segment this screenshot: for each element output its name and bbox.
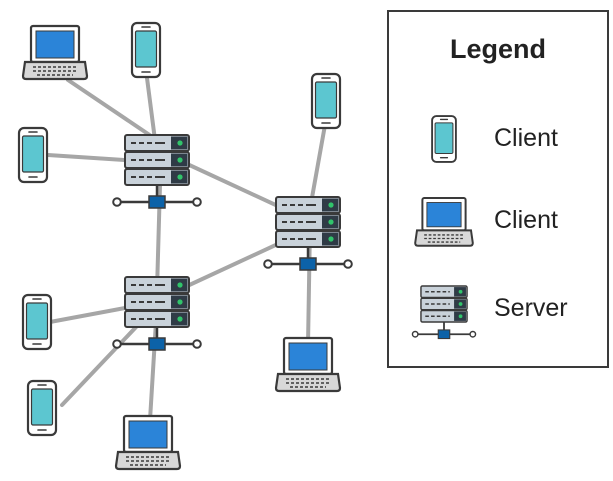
link bbox=[66, 78, 159, 142]
phone-icon bbox=[310, 72, 342, 130]
legend-label: Client bbox=[494, 206, 558, 234]
server-icon bbox=[411, 285, 477, 340]
server-icon bbox=[264, 197, 352, 270]
legend-item-phone-client: Client bbox=[389, 104, 607, 174]
laptop-icon bbox=[114, 414, 182, 471]
legend: Legend Client Client bbox=[387, 10, 609, 368]
phone-icon bbox=[17, 126, 49, 184]
legend-item-server: Server bbox=[389, 274, 607, 344]
legend-item-laptop-client: Client bbox=[389, 186, 607, 256]
laptop-icon bbox=[21, 24, 89, 81]
phone-icon bbox=[21, 293, 53, 351]
legend-label: Server bbox=[494, 294, 568, 322]
phone-icon bbox=[130, 21, 162, 79]
legend-label: Client bbox=[494, 124, 558, 152]
laptop-icon bbox=[274, 336, 342, 393]
link bbox=[145, 76, 157, 142]
legend-title: Legend bbox=[449, 34, 546, 64]
phone-icon bbox=[26, 379, 58, 437]
phone-icon bbox=[431, 115, 457, 163]
server-icon bbox=[113, 135, 201, 208]
laptop-icon bbox=[414, 197, 474, 247]
